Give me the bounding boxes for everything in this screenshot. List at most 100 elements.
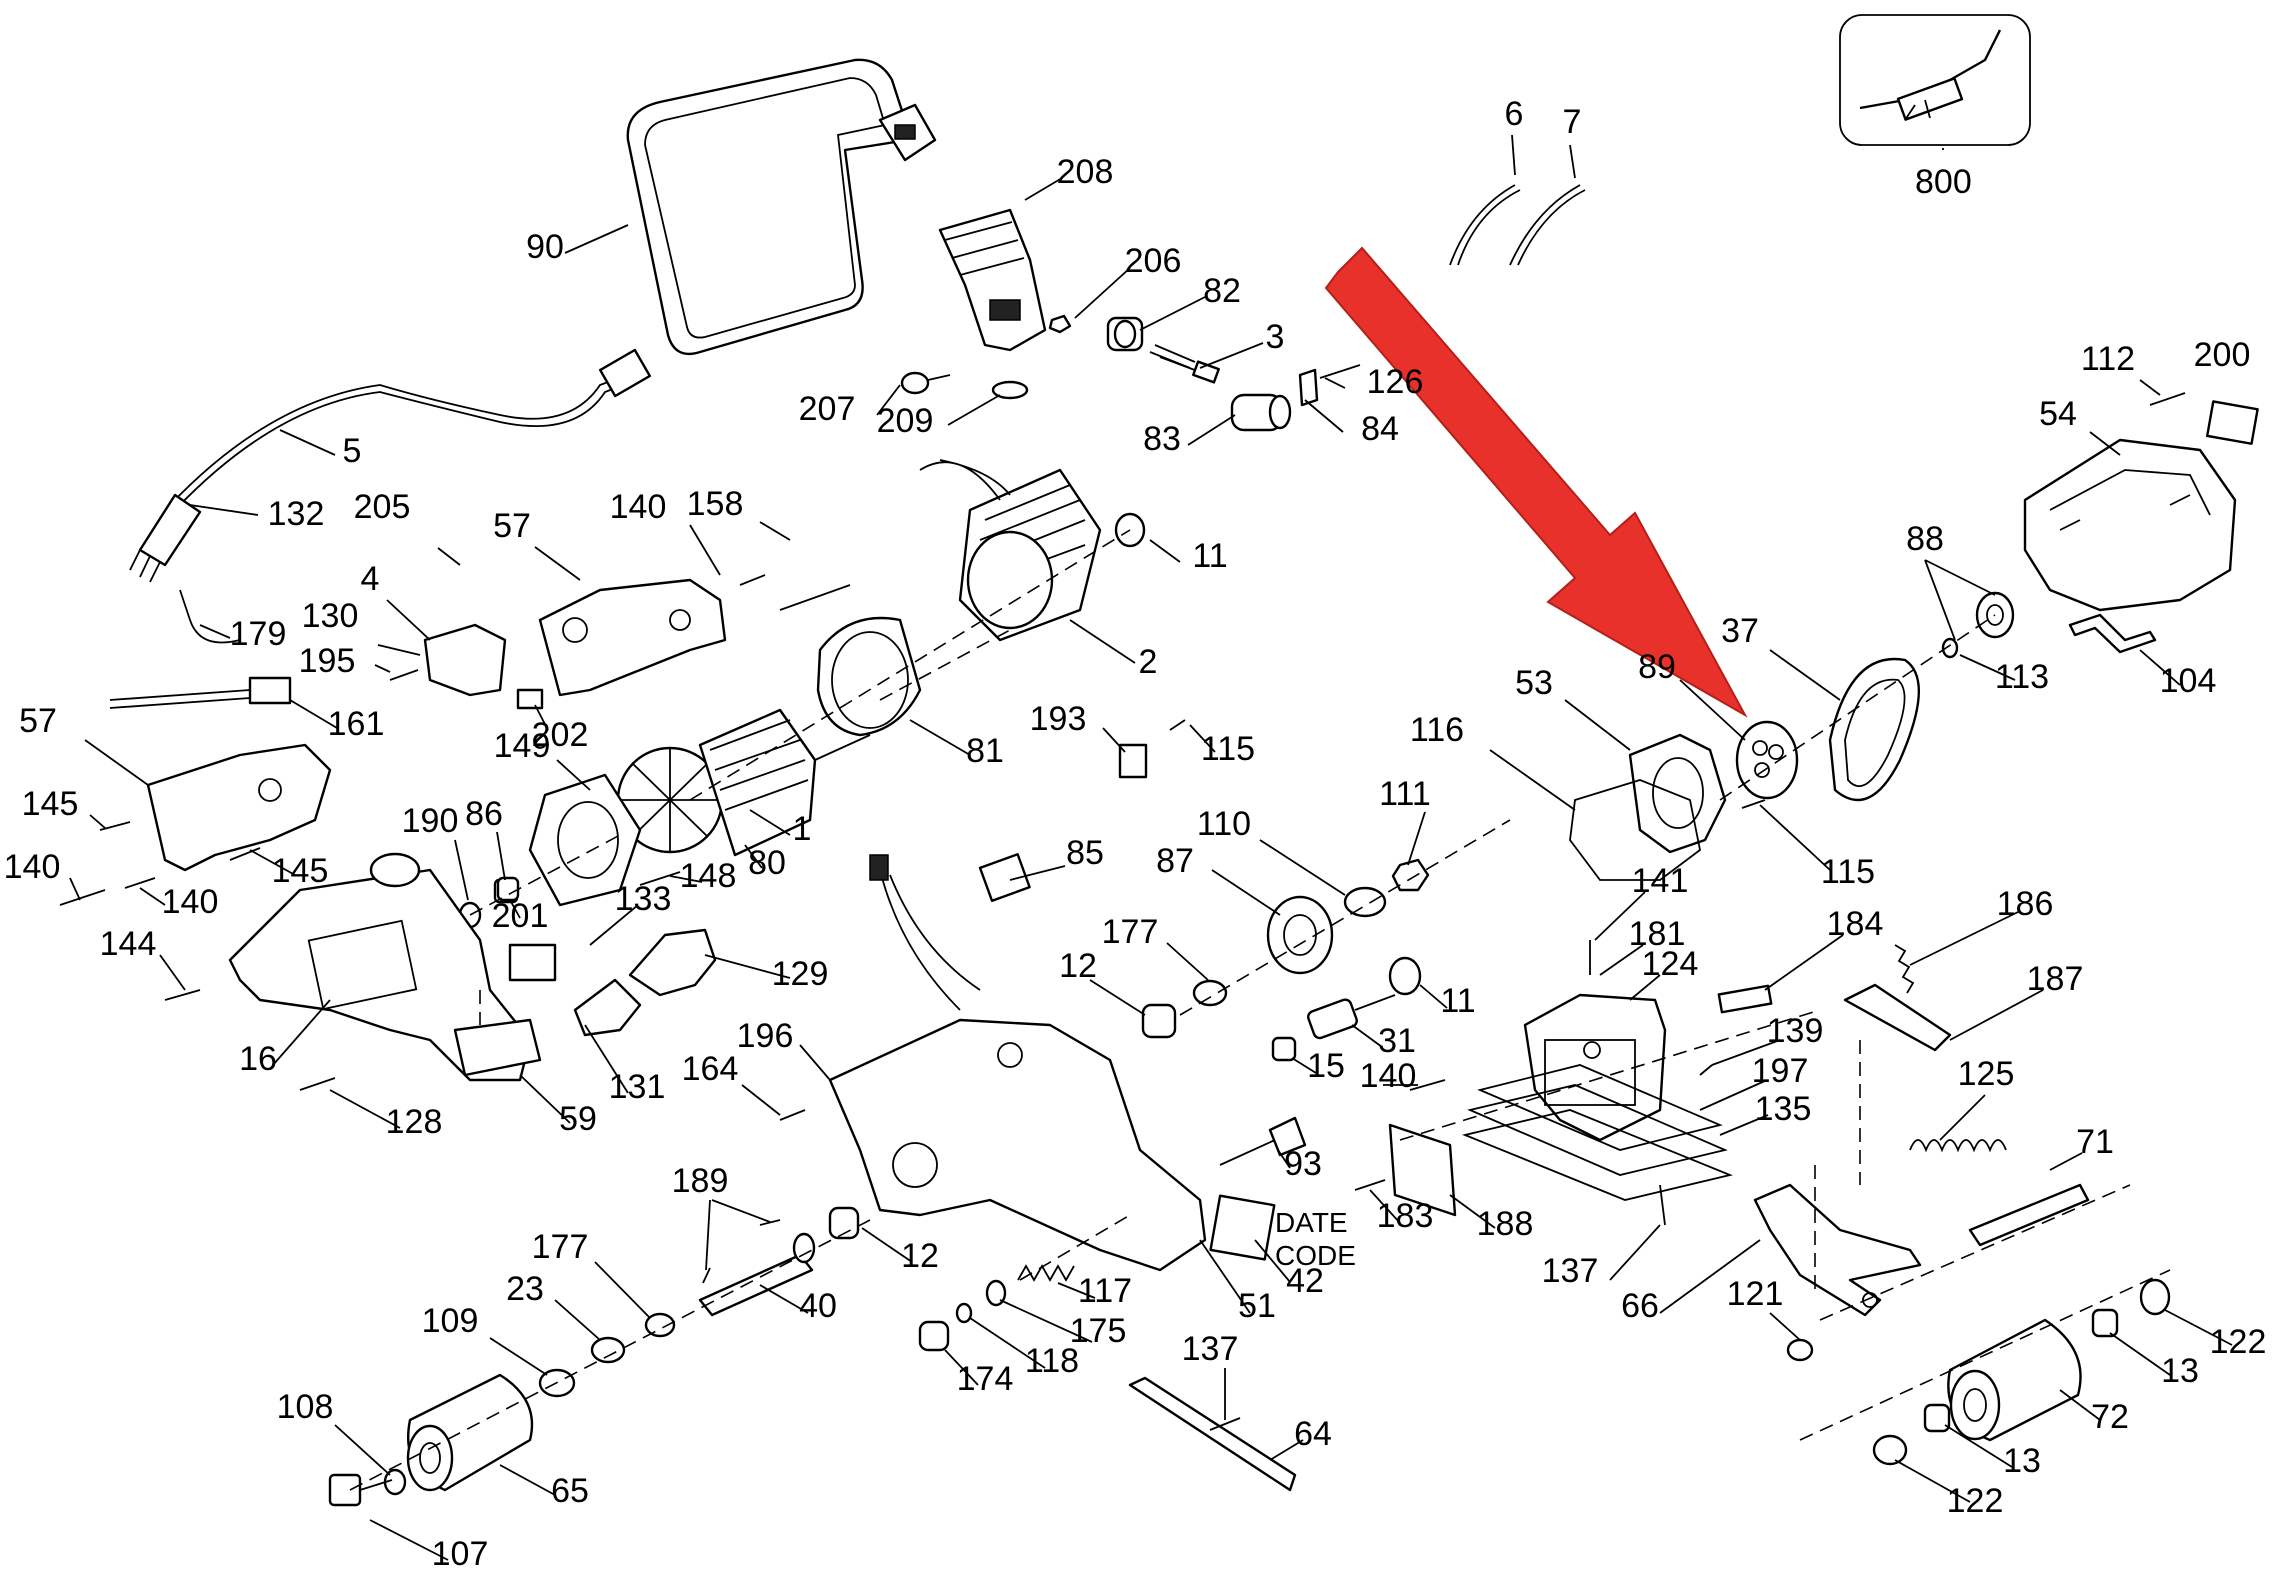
part-callout-209: 209 bbox=[877, 402, 934, 440]
part-callout-7: 7 bbox=[1563, 103, 1582, 141]
leader-lines bbox=[69, 134, 2233, 1561]
part-callout-111: 111 bbox=[1379, 775, 1431, 813]
baffle-81 bbox=[816, 616, 922, 737]
armature-1 bbox=[616, 708, 871, 857]
part-callout-5: 5 bbox=[343, 432, 362, 470]
wire-6 bbox=[1449, 184, 1521, 266]
part-callout-124: 124 bbox=[1642, 945, 1699, 983]
brush-holder-83 bbox=[1230, 393, 1292, 432]
switch-4 bbox=[423, 623, 507, 697]
clip-184 bbox=[1717, 984, 1773, 1014]
screw-158 bbox=[779, 584, 851, 611]
shaft-40 bbox=[698, 1232, 816, 1317]
part-callout-125: 125 bbox=[1958, 1055, 2015, 1093]
washer-175 bbox=[985, 1279, 1007, 1307]
part-callout-174: 174 bbox=[957, 1360, 1014, 1398]
part-callout-88: 88 bbox=[1906, 520, 1944, 558]
part-callout-197: 197 bbox=[1752, 1052, 1809, 1090]
inset-part-label: 800 bbox=[1915, 163, 1972, 201]
bearing-11-mid bbox=[1388, 956, 1422, 996]
cap-174 bbox=[918, 1320, 950, 1352]
bracket-188 bbox=[1388, 1123, 1457, 1217]
part-callout-64: 64 bbox=[1294, 1415, 1332, 1453]
part-callout-108: 108 bbox=[277, 1388, 334, 1426]
part-callout-42: 42 bbox=[1286, 1262, 1324, 1300]
part-callout-177: 177 bbox=[1102, 913, 1159, 951]
part-callout-121: 121 bbox=[1727, 1275, 1784, 1313]
part-callout-72: 72 bbox=[2091, 1398, 2129, 1436]
belt-cover-54 bbox=[2023, 438, 2237, 612]
part-callout-181: 181 bbox=[1629, 915, 1686, 953]
part-callout-80: 80 bbox=[748, 844, 786, 882]
part-callout-195: 195 bbox=[299, 642, 356, 680]
part-callout-205: 205 bbox=[354, 488, 411, 526]
part-callout-131: 131 bbox=[609, 1068, 666, 1106]
shaft-71 bbox=[1968, 1183, 2090, 1247]
part-callout-207: 207 bbox=[799, 390, 856, 428]
part-callout-149: 149 bbox=[494, 727, 551, 765]
part-callout-59: 59 bbox=[559, 1100, 597, 1138]
part-callout-83: 83 bbox=[1143, 420, 1181, 458]
nut-111 bbox=[1391, 858, 1430, 892]
red-arrow-shape bbox=[1324, 246, 1748, 718]
part-callout-140: 140 bbox=[4, 848, 61, 886]
pins-189 bbox=[702, 1219, 781, 1284]
pulley-89 bbox=[1735, 720, 1799, 800]
part-callout-31: 31 bbox=[1378, 1022, 1416, 1060]
part-callout-175: 175 bbox=[1070, 1312, 1127, 1350]
washer-23 bbox=[590, 1336, 626, 1364]
small-screws bbox=[59, 392, 2186, 1431]
bearing-12-lower bbox=[828, 1206, 860, 1240]
switch-leads-161 bbox=[109, 676, 292, 709]
part-callout-117: 117 bbox=[1078, 1272, 1132, 1310]
part-callout-206: 206 bbox=[1125, 242, 1182, 280]
wire-7 bbox=[1509, 184, 1586, 266]
part-callout-57: 57 bbox=[19, 702, 57, 740]
part-callout-158: 158 bbox=[687, 485, 744, 523]
part-callout-116: 116 bbox=[1410, 711, 1464, 749]
gear-cover-53 bbox=[1628, 733, 1727, 854]
plate-197-135 bbox=[1462, 1064, 1733, 1201]
part-callout-200: 200 bbox=[2194, 336, 2251, 374]
part-callout-133: 133 bbox=[615, 880, 672, 918]
spring-125 bbox=[1909, 1139, 2007, 1153]
part-callout-196: 196 bbox=[737, 1017, 794, 1055]
part-callout-65: 65 bbox=[551, 1472, 589, 1510]
platen-124 bbox=[1523, 993, 1667, 1142]
part-callout-12: 12 bbox=[901, 1237, 939, 1275]
part-callout-137: 137 bbox=[1182, 1330, 1239, 1368]
wire-harness-85 bbox=[869, 853, 1031, 1011]
part-callout-40: 40 bbox=[799, 1287, 837, 1325]
bearing-12-mid bbox=[1141, 1003, 1177, 1039]
part-callout-13: 13 bbox=[2161, 1352, 2199, 1390]
part-callout-141: 141 bbox=[1632, 862, 1689, 900]
part-callout-110: 110 bbox=[1197, 805, 1251, 843]
screw-128 bbox=[299, 1077, 336, 1091]
part-callout-140: 140 bbox=[1360, 1057, 1417, 1095]
part-callout-2: 2 bbox=[1139, 643, 1158, 681]
washer-118 bbox=[955, 1302, 973, 1324]
part-callout-129: 129 bbox=[772, 955, 829, 993]
part-callout-84: 84 bbox=[1361, 410, 1399, 448]
part-callout-128: 128 bbox=[386, 1103, 443, 1141]
screw-126 bbox=[1319, 364, 1361, 379]
part-callout-189: 189 bbox=[672, 1162, 729, 1200]
part-callout-85: 85 bbox=[1066, 834, 1104, 872]
part-callout-115: 115 bbox=[1201, 730, 1255, 768]
part-callout-66: 66 bbox=[1621, 1287, 1659, 1325]
date-code-line2: CODE bbox=[1275, 1240, 1356, 1271]
spring-117 bbox=[1017, 1264, 1075, 1282]
field-stator-2 bbox=[919, 459, 1102, 642]
bar-64 bbox=[1128, 1376, 1297, 1492]
date-code-line1: DATE bbox=[1275, 1207, 1348, 1238]
part-callout-16: 16 bbox=[239, 1040, 277, 1078]
part-callout-86: 86 bbox=[465, 795, 503, 833]
part-callout-104: 104 bbox=[2160, 662, 2217, 700]
handle-57-left bbox=[146, 743, 332, 872]
part-callout-15: 15 bbox=[1307, 1047, 1345, 1085]
part-callout-11: 11 bbox=[1440, 982, 1475, 1020]
bushing-82 bbox=[1106, 316, 1144, 352]
part-callout-11: 11 bbox=[1192, 537, 1227, 575]
